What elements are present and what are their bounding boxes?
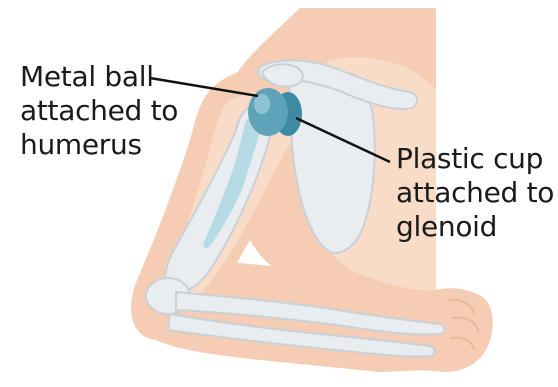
plastic-cup-label-line-2: attached to	[396, 176, 554, 210]
metal-ball-label: Metal ball attached to humerus	[20, 60, 178, 162]
plastic-cup-label-line-3: glenoid	[396, 210, 554, 244]
plastic-cup-label-line-1: Plastic cup	[396, 142, 554, 176]
plastic-cup-label: Plastic cup attached to glenoid	[396, 142, 554, 244]
metal-ball-label-line-1: Metal ball	[20, 60, 178, 94]
metal-ball-label-line-2: attached to	[20, 94, 178, 128]
metal-ball-label-line-3: humerus	[20, 128, 178, 162]
